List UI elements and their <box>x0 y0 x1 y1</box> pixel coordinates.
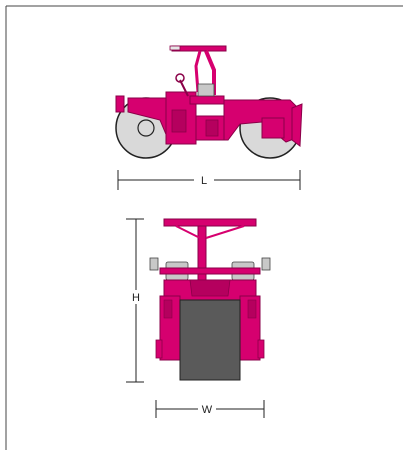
front-drum-face <box>179 299 241 381</box>
height-dimension: H <box>126 218 144 383</box>
operator-seat <box>197 83 215 97</box>
canopy-roof-edge <box>169 45 181 51</box>
steering-column <box>179 79 189 97</box>
side-detail-left <box>163 299 173 319</box>
front-hood <box>189 279 231 297</box>
front-scraper <box>291 103 303 147</box>
chassis-joint <box>205 119 219 137</box>
front-canopy-brace-left <box>175 225 201 239</box>
mirror-right <box>261 257 271 271</box>
side-detail-right <box>247 299 257 319</box>
steering-wheel <box>175 73 185 83</box>
width-label: W <box>202 404 213 416</box>
front-canopy-brace-right <box>205 225 245 239</box>
roller-front-view-icon <box>149 218 271 381</box>
roller-side-view-icon <box>115 45 303 159</box>
operator-platform <box>189 95 225 105</box>
step-left <box>155 339 163 359</box>
front-canopy-roof <box>163 218 257 227</box>
length-dimension: L <box>117 170 301 190</box>
canopy-post-front <box>194 50 202 93</box>
mirror-left <box>149 257 159 271</box>
cross-bar <box>159 267 261 275</box>
engine-detail <box>171 109 187 133</box>
width-dimension: W <box>155 400 265 418</box>
height-label: H <box>132 292 140 304</box>
length-label: L <box>201 175 207 187</box>
step-right <box>257 339 265 359</box>
rear-drum-hub <box>137 119 155 137</box>
rear-attachment <box>115 95 125 113</box>
front-frame-box <box>261 117 285 139</box>
